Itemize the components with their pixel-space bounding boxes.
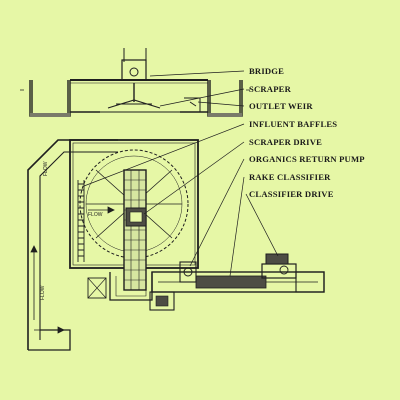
leader-organics-pump bbox=[189, 158, 245, 267]
tank-section-walls bbox=[29, 80, 243, 117]
scraper-circle bbox=[79, 149, 189, 259]
flow-arrows bbox=[30, 206, 115, 334]
outlet-weir bbox=[184, 97, 201, 112]
label-outlet-weir: OUTLET WEIR bbox=[249, 101, 313, 111]
flow-label-1: FLOW bbox=[43, 161, 49, 176]
flow-label-3: FLOW bbox=[40, 285, 46, 300]
organics-return-pump bbox=[179, 261, 197, 283]
leader-bridge bbox=[149, 70, 245, 77]
plan-view: FLOW FLOW FLOW bbox=[27, 139, 325, 351]
leader-influent-baffles bbox=[83, 123, 245, 187]
drive-housing bbox=[121, 59, 147, 81]
leader-rake-classifier bbox=[229, 176, 245, 277]
classifier-drive bbox=[261, 253, 325, 293]
label-scraper: SCRAPER bbox=[249, 84, 291, 94]
influent-channel-inner bbox=[39, 151, 118, 340]
scraper-arms bbox=[100, 99, 180, 113]
flow-label-2: FLOW bbox=[88, 212, 103, 218]
influent-baffles bbox=[77, 180, 85, 262]
label-classifier-drive: CLASSIFIER DRIVE bbox=[249, 189, 334, 199]
label-bridge: BRIDGE bbox=[249, 66, 285, 76]
rake-classifier bbox=[149, 261, 325, 311]
leader-classifier-drive bbox=[245, 193, 279, 257]
channel-bottom bbox=[28, 329, 71, 351]
leader-lines bbox=[83, 70, 279, 277]
leader-outlet-weir bbox=[197, 101, 245, 107]
leader-scraper bbox=[159, 88, 245, 107]
section-view bbox=[20, 48, 250, 117]
label-organics-return-pump: ORGANICS RETURN PUMP bbox=[249, 154, 365, 164]
leader-scraper-drive bbox=[143, 141, 245, 215]
label-rake-classifier: RAKE CLASSIFIER bbox=[249, 172, 331, 182]
bridge-walkway bbox=[123, 169, 147, 291]
label-scraper-drive: SCRAPER DRIVE bbox=[249, 137, 323, 147]
wall-fill-left bbox=[30, 113, 70, 117]
label-influent-baffles: INFLUENT BAFFLES bbox=[249, 119, 338, 129]
wall-fill-right bbox=[208, 113, 242, 117]
